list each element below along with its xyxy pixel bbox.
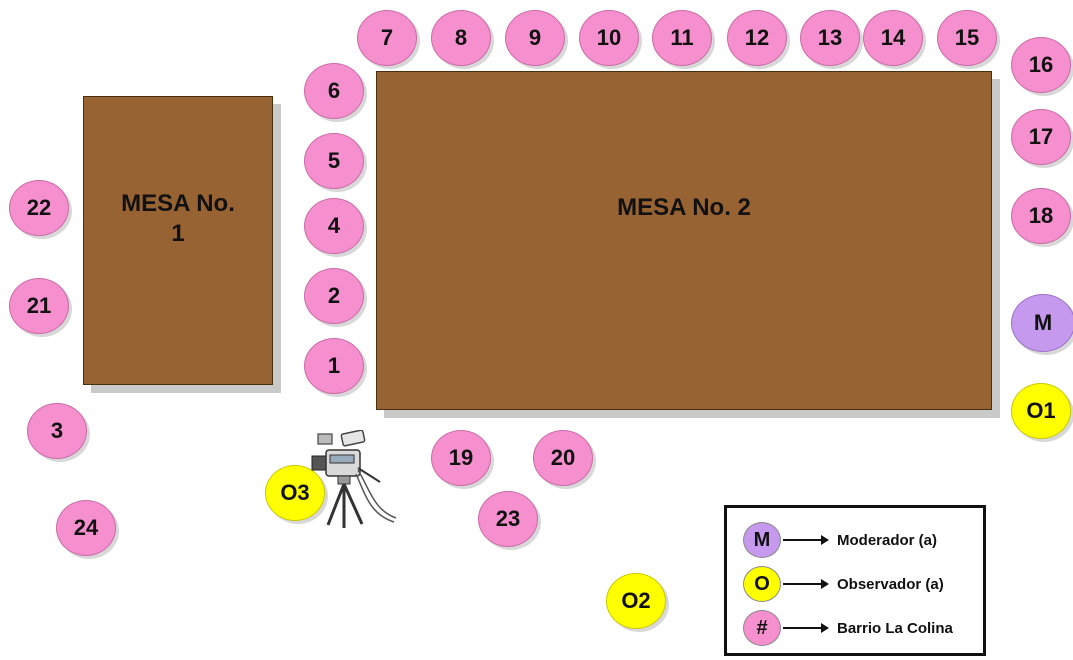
table-mesa-1-label: MESA No. 1 [121, 190, 235, 247]
seat-24: 24 [56, 500, 116, 556]
seat-20: 20 [533, 430, 593, 486]
legend-label-participant: Barrio La Colina [837, 619, 953, 637]
observer-seat-o2: O2 [606, 573, 666, 629]
legend: M Moderador (a) O Observador (a) # Barri… [724, 505, 986, 656]
seat-8: 8 [431, 10, 491, 66]
seat-12: 12 [727, 10, 787, 66]
legend-row-observer: O Observador (a) [743, 564, 944, 604]
legend-symbol-moderator: M [743, 522, 781, 558]
seat-11: 11 [652, 10, 712, 66]
seat-17: 17 [1011, 109, 1071, 165]
seat-5: 5 [304, 133, 364, 189]
video-camera-icon [311, 430, 397, 528]
arrow-right-icon [783, 535, 829, 545]
arrow-right-icon [783, 579, 829, 589]
table-mesa-2: MESA No. 2 [376, 71, 992, 410]
seat-7: 7 [357, 10, 417, 66]
seat-16: 16 [1011, 37, 1071, 93]
seat-14: 14 [863, 10, 923, 66]
observer-seat-o3: O3 [265, 465, 325, 521]
table-mesa-2-label: MESA No. 2 [617, 194, 751, 221]
legend-row-participant: # Barrio La Colina [743, 608, 953, 648]
moderator-seat: M [1011, 294, 1073, 352]
seat-1: 1 [304, 338, 364, 394]
table-mesa-1: MESA No. 1 [83, 96, 273, 385]
seat-4: 4 [304, 198, 364, 254]
seat-23: 23 [478, 491, 538, 547]
legend-symbol-observer: O [743, 566, 781, 602]
seat-10: 10 [579, 10, 639, 66]
seat-19: 19 [431, 430, 491, 486]
seat-2: 2 [304, 268, 364, 324]
seat-21: 21 [9, 278, 69, 334]
legend-label-moderator: Moderador (a) [837, 531, 938, 549]
seat-18: 18 [1011, 188, 1071, 244]
seat-6: 6 [304, 63, 364, 119]
legend-symbol-participant: # [743, 610, 781, 646]
observer-seat-o1: O1 [1011, 383, 1071, 439]
seat-15: 15 [937, 10, 997, 66]
seat-22: 22 [9, 180, 69, 236]
legend-row-moderator: M Moderador (a) [743, 520, 937, 560]
seat-9: 9 [505, 10, 565, 66]
seat-13: 13 [800, 10, 860, 66]
arrow-right-icon [783, 623, 829, 633]
legend-label-observer: Observador (a) [837, 575, 944, 593]
seat-3: 3 [27, 403, 87, 459]
